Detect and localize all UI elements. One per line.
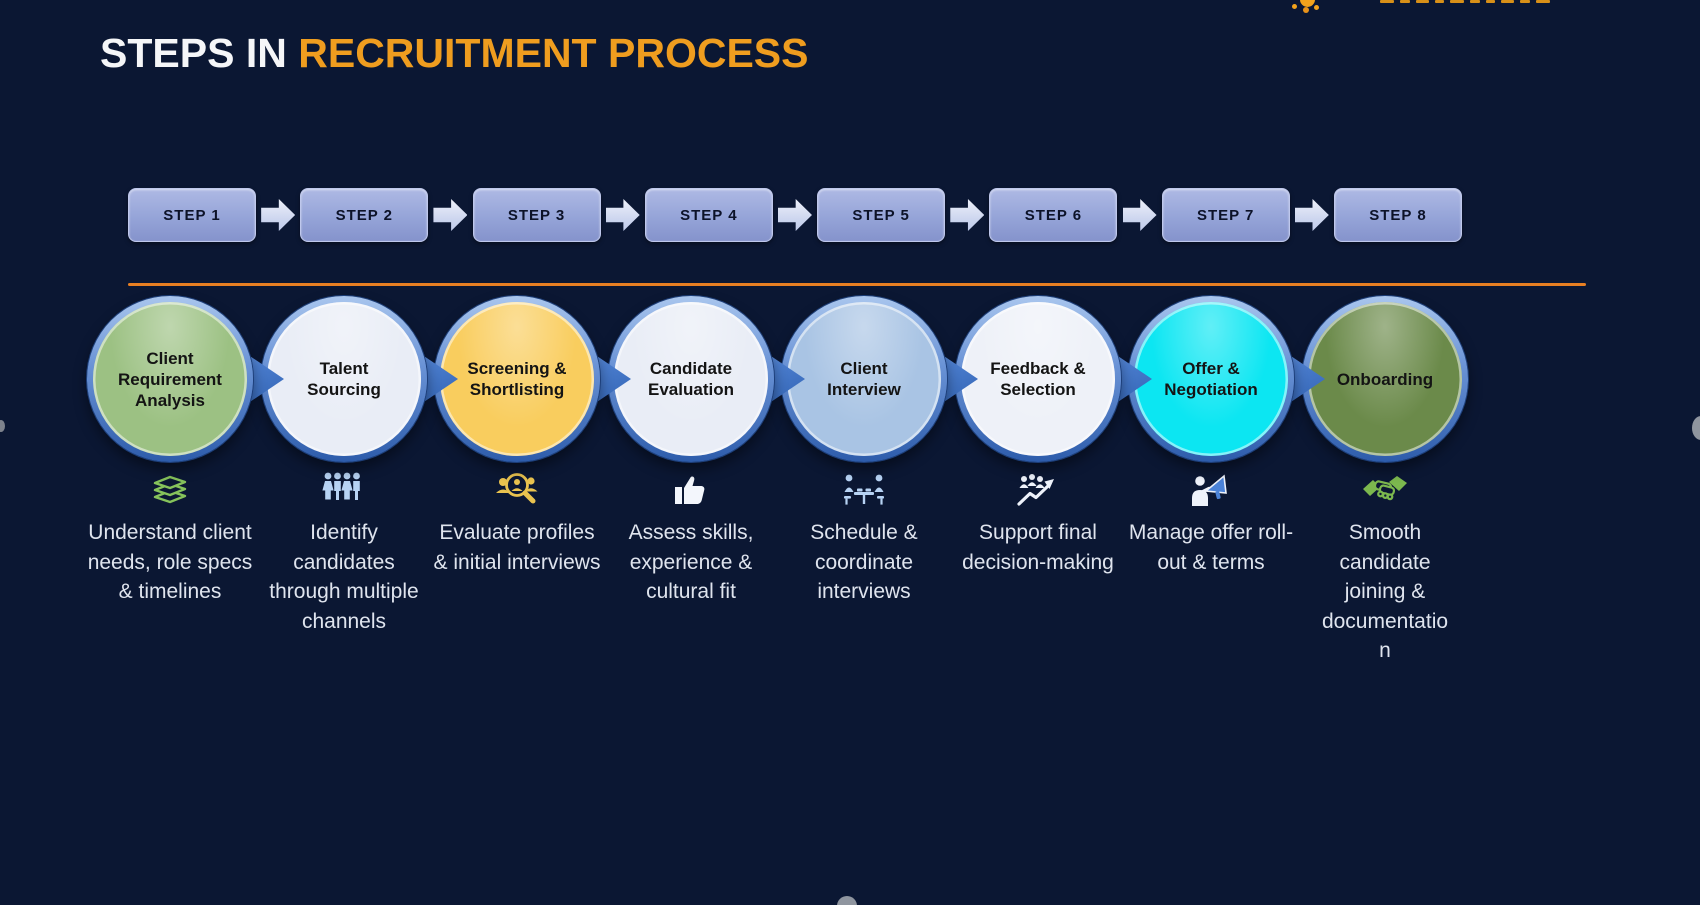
circle-gloss xyxy=(1134,302,1288,456)
cropped-dot-decoration xyxy=(0,420,5,432)
circle-gloss xyxy=(614,302,768,456)
step-box-3: STEP 3 xyxy=(472,188,601,242)
stage-description: Schedule & coordinate interviews xyxy=(810,521,918,603)
books-stack-icon xyxy=(83,464,257,516)
stage-description: Support final decision-making xyxy=(962,521,1114,574)
stage-circle: Client Requirement Analysis xyxy=(87,296,253,462)
stage-circle: Offer & Negotiation xyxy=(1128,296,1294,462)
right-arrow-icon xyxy=(777,199,812,231)
right-arrow-icon xyxy=(433,199,468,231)
right-arrow-icon xyxy=(605,199,640,231)
stage-description: Smooth candidate joining & documentation xyxy=(1321,521,1449,662)
title-primary: STEPS IN xyxy=(100,30,287,76)
right-arrow-icon xyxy=(1294,199,1329,231)
interview-desk-icon xyxy=(777,464,951,516)
people-group-icon xyxy=(257,464,431,516)
circle-gloss xyxy=(440,302,594,456)
step-box-2: STEP 2 xyxy=(300,188,429,242)
step-box-7: STEP 7 xyxy=(1161,188,1290,242)
stage-label: Client Requirement Analysis xyxy=(118,348,222,410)
stage-circle: Screening & Shortlisting xyxy=(434,296,600,462)
step-box-4: STEP 4 xyxy=(644,188,773,242)
stage-circle: Candidate Evaluation xyxy=(608,296,774,462)
circle-gloss xyxy=(787,302,941,456)
stage-label: Screening & Shortlisting xyxy=(467,359,567,399)
title-accent: RECRUITMENT PROCESS xyxy=(298,30,809,76)
right-arrow-icon xyxy=(1122,199,1157,231)
growth-people-icon xyxy=(951,464,1125,516)
stage-circle: Talent Sourcing xyxy=(261,296,427,462)
right-arrow-icon xyxy=(950,199,985,231)
stage-label: Offer & Negotiation xyxy=(1164,359,1258,399)
stage-description: Evaluate profiles & initial interviews xyxy=(433,521,601,574)
process-column-7: Offer & Negotiation Manage offer roll-ou… xyxy=(1124,296,1325,776)
process-column-3: Screening & Shortlisting Evaluate profil… xyxy=(430,296,631,776)
process-column-5: Client Interview Schedule & coordinate i… xyxy=(777,296,978,776)
stage-description: Identify candidates through multiple cha… xyxy=(269,521,419,633)
stage-description: Understand client needs, role specs & ti… xyxy=(87,521,253,603)
step-boxes-row: STEP 1 STEP 2 STEP 3 STEP 4 STEP 5 STEP … xyxy=(128,188,1462,242)
step-box-5: STEP 5 xyxy=(817,188,946,242)
stage-label: Candidate Evaluation xyxy=(648,359,734,399)
stage-label: Feedback & Selection xyxy=(990,359,1086,399)
step-box-6: STEP 6 xyxy=(989,188,1118,242)
circle-gloss xyxy=(267,302,421,456)
thumbs-up-icon xyxy=(604,464,778,516)
brand-logo-cropped-icon xyxy=(1288,0,1568,13)
stage-label: Client Interview xyxy=(827,359,901,399)
megaphone-person-icon xyxy=(1124,464,1298,516)
stage-label: Onboarding xyxy=(1336,369,1434,389)
process-column-2: Talent Sourcing Identify candidates thro… xyxy=(257,296,458,776)
circle-gloss xyxy=(93,302,247,456)
circle-gloss xyxy=(1308,302,1462,456)
stage-circle: Client Interview xyxy=(781,296,947,462)
process-column-8: Onboarding Smooth candidate joining & do… xyxy=(1298,296,1472,776)
page-title: STEPS IN RECRUITMENT PROCESS xyxy=(100,30,809,77)
stage-description: Assess skills, experience & cultural fit xyxy=(628,521,754,603)
circle-gloss xyxy=(961,302,1115,456)
stage-circle: Onboarding xyxy=(1302,296,1468,462)
cropped-dot-decoration xyxy=(1692,416,1700,440)
stage-description: Manage offer roll-out & terms xyxy=(1128,521,1294,574)
cropped-dot-decoration xyxy=(837,896,857,905)
step-box-1: STEP 1 xyxy=(128,188,256,242)
stage-circle: Feedback & Selection xyxy=(955,296,1121,462)
handshake-icon xyxy=(1298,464,1472,516)
candidate-search-icon xyxy=(430,464,604,516)
divider-line xyxy=(128,283,1586,286)
process-column-6: Feedback & Selection Support final decis… xyxy=(951,296,1152,776)
process-column-4: Candidate Evaluation Assess skills, expe… xyxy=(604,296,805,776)
step-box-8: STEP 8 xyxy=(1333,188,1462,242)
right-arrow-icon xyxy=(261,199,296,231)
process-column-1: Client Requirement Analysis Understand c… xyxy=(83,296,284,776)
stage-label: Talent Sourcing xyxy=(307,359,381,399)
